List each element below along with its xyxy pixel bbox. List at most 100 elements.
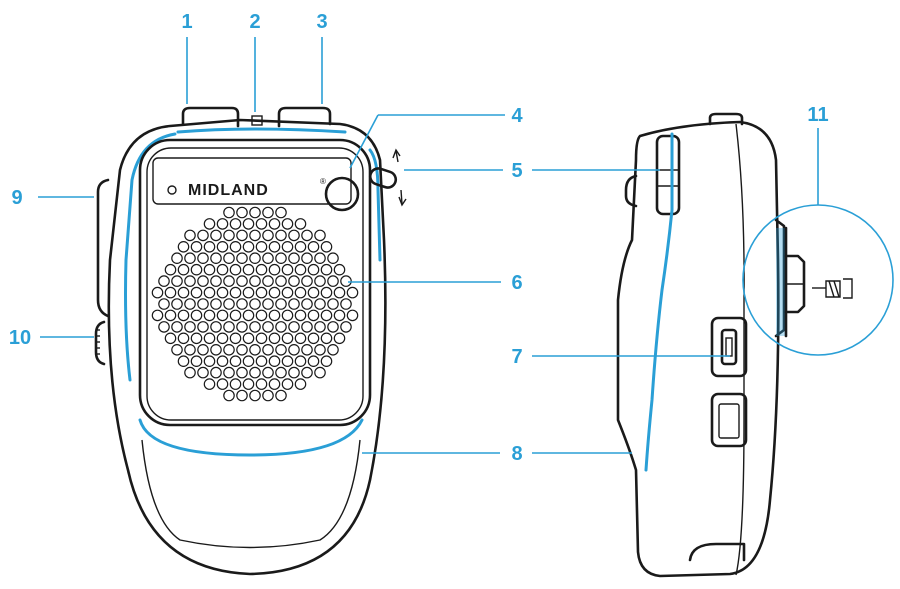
led-indicator: [168, 186, 176, 194]
grille-hole: [256, 287, 266, 297]
grille-hole: [191, 333, 201, 343]
grille-hole: [211, 299, 221, 309]
grille-hole: [347, 287, 357, 297]
grille-hole: [315, 276, 325, 286]
grille-hole: [237, 299, 247, 309]
grille-hole: [263, 367, 273, 377]
lock-icon: [812, 279, 852, 298]
callout-1: 1: [181, 11, 192, 33]
grille-hole: [211, 230, 221, 240]
logo-text: MIDLAND: [188, 182, 269, 199]
grille-hole: [152, 310, 162, 320]
grille-hole: [204, 333, 214, 343]
grille-hole: [289, 299, 299, 309]
grille-hole: [308, 356, 318, 366]
usb-port-housing: [712, 318, 746, 376]
grille-hole: [276, 230, 286, 240]
usb-port-icon: [722, 330, 736, 364]
grille-hole: [256, 379, 266, 389]
grille-hole: [269, 219, 279, 229]
grille-hole: [237, 322, 247, 332]
grille-hole: [185, 299, 195, 309]
grille-hole: [276, 276, 286, 286]
grille-hole: [191, 265, 201, 275]
grille-hole: [328, 253, 338, 263]
grille-hole: [289, 345, 299, 355]
grille-hole: [282, 265, 292, 275]
grille-hole: [276, 207, 286, 217]
grille-hole: [191, 242, 201, 252]
grille-hole: [269, 287, 279, 297]
grille-hole: [198, 322, 208, 332]
grille-hole: [289, 253, 299, 263]
side-button-lower: [96, 322, 104, 364]
grille-hole: [165, 333, 175, 343]
grille-hole: [230, 287, 240, 297]
grille-hole: [211, 345, 221, 355]
grille-hole: [269, 379, 279, 389]
callout-8: 8: [511, 443, 522, 465]
grille-hole: [230, 242, 240, 252]
grille-hole: [178, 287, 188, 297]
grille-hole: [224, 253, 234, 263]
grille-hole: [295, 265, 305, 275]
grille-hole: [178, 265, 188, 275]
grille-hole: [295, 310, 305, 320]
grille-hole: [302, 367, 312, 377]
side-body-outline: [618, 122, 778, 576]
grille-hole: [289, 322, 299, 332]
grille-hole: [302, 345, 312, 355]
detail-circle: [743, 205, 893, 355]
grille-hole: [224, 367, 234, 377]
grille-hole: [302, 299, 312, 309]
grille-hole: [185, 345, 195, 355]
grille-hole: [302, 276, 312, 286]
grille-hole: [217, 310, 227, 320]
grille-hole: [250, 253, 260, 263]
grille-hole: [269, 356, 279, 366]
grille-hole: [321, 356, 331, 366]
grille-hole: [289, 367, 299, 377]
grille-hole: [276, 367, 286, 377]
grille-hole: [263, 299, 273, 309]
grille-hole: [224, 230, 234, 240]
grille-hole: [243, 333, 253, 343]
grille-hole: [204, 379, 214, 389]
grille-hole: [263, 322, 273, 332]
callout-10: 10: [9, 327, 31, 349]
grille-hole: [276, 345, 286, 355]
leader-lines: [38, 37, 818, 453]
grille-hole: [256, 265, 266, 275]
grille-hole: [204, 265, 214, 275]
grille-hole: [315, 299, 325, 309]
side-bottom-slot: [690, 544, 744, 560]
grille-hole: [308, 287, 318, 297]
grille-hole: [282, 242, 292, 252]
grille-hole: [269, 265, 279, 275]
grille-hole: [172, 322, 182, 332]
grille-hole: [185, 367, 195, 377]
grille-hole: [302, 230, 312, 240]
grille-hole: [315, 230, 325, 240]
grille-hole: [269, 310, 279, 320]
grille-hole: [230, 310, 240, 320]
grille-hole: [243, 379, 253, 389]
grille-hole: [230, 356, 240, 366]
grille-hole: [250, 345, 260, 355]
grille-hole: [250, 390, 260, 400]
grille-hole: [224, 345, 234, 355]
grille-hole: [308, 310, 318, 320]
grille-hole: [224, 322, 234, 332]
grille-hole: [191, 287, 201, 297]
grille-hole: [250, 207, 260, 217]
grille-hole: [237, 390, 247, 400]
grille-hole: [334, 265, 344, 275]
grille-hole: [347, 310, 357, 320]
grille-hole: [211, 253, 221, 263]
grille-hole: [204, 242, 214, 252]
grille-hole: [165, 310, 175, 320]
grille-hole: [237, 276, 247, 286]
grille-hole: [341, 276, 351, 286]
grille-hole: [243, 219, 253, 229]
grille-hole: [263, 253, 273, 263]
